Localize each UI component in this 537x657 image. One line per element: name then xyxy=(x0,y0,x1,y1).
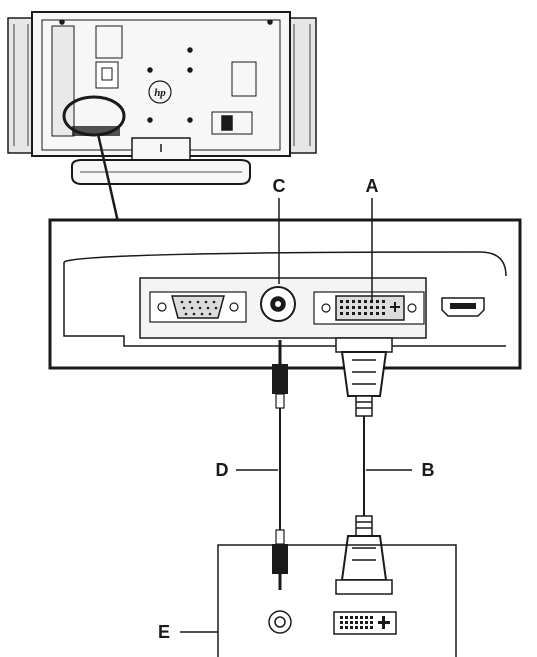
callout-lines xyxy=(180,198,412,633)
label-e: E xyxy=(158,622,170,642)
audio-cable xyxy=(272,340,288,590)
label-b: B xyxy=(422,460,435,480)
label-a: A xyxy=(366,176,379,196)
computer-back-panel xyxy=(217,544,457,657)
dvi-port xyxy=(313,291,425,325)
label-c: C xyxy=(273,176,286,196)
zoom-leader-line xyxy=(96,133,120,223)
vga-port xyxy=(149,291,247,323)
monitor-rear-view xyxy=(7,11,317,185)
hp-logo: hp xyxy=(154,87,166,99)
hdmi-port xyxy=(441,297,485,317)
computer-audio-jack xyxy=(268,610,292,634)
dvi-cable xyxy=(335,337,393,595)
computer-dvi-port xyxy=(333,611,397,635)
label-d: D xyxy=(216,460,229,480)
audio-jack xyxy=(260,286,296,322)
